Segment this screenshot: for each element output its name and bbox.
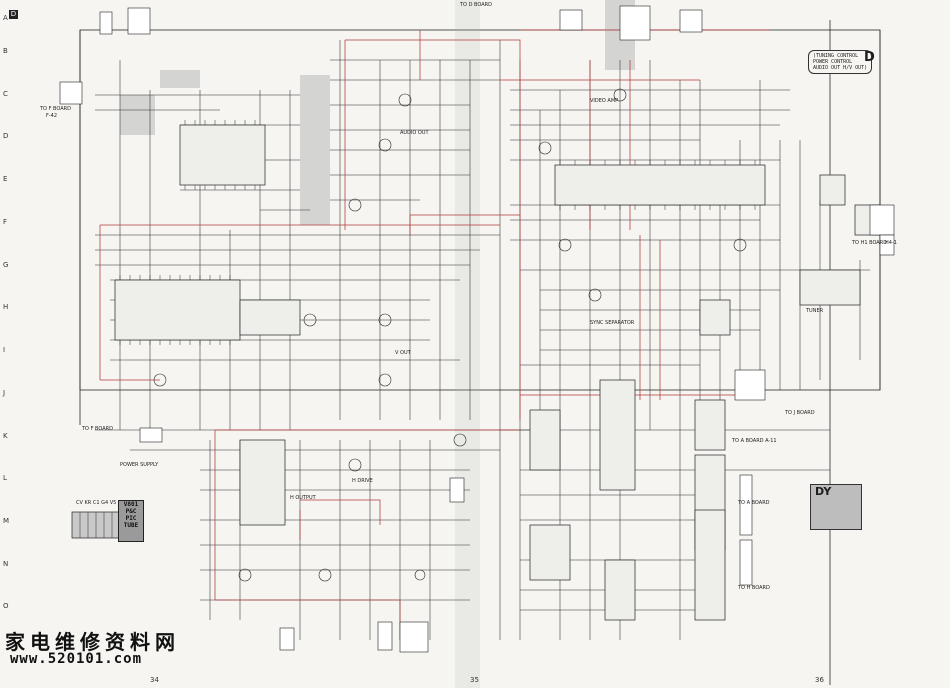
to-f-board-pin: F-42 (46, 113, 58, 119)
to-h-board-label: TO H BOARD (738, 585, 770, 591)
board-note-line-2: POWER CONTROL (813, 59, 853, 65)
power-supply-label: POWER SUPPLY (120, 462, 159, 468)
connectors (59, 5, 895, 653)
h-drive-label: H DRIVE (352, 478, 373, 484)
to-d-board-label: TO D BOARD (460, 2, 492, 8)
section-d-label: D (864, 50, 875, 65)
ic-blocks (114, 124, 881, 621)
row-letter-i: I (3, 346, 6, 354)
pic-tube-pins: CV KR C1 G4 V5 (76, 500, 117, 506)
to-h1-board-pin: H4-1 (885, 240, 897, 246)
sync-separator-label: SYNC SEPARATOR (590, 320, 635, 326)
board-note-box: (TUNING CONTROL POWER CONTROL AUDIO OUT … (808, 50, 873, 74)
row-letter-f: F (3, 218, 8, 226)
board-note-line-3: AUDIO OUT H/V OUT) (813, 65, 868, 71)
to-f-board-2-label: TO F BOARD (82, 426, 113, 432)
row-letter-j: J (3, 389, 6, 397)
to-f-board-label: TO F BOARD (40, 106, 71, 112)
to-a-board-1-label: TO A BOARD A-11 (732, 438, 777, 444)
pic-tube-line-4: TUBE (123, 522, 139, 529)
page-number-middle: 35 (470, 676, 479, 684)
row-letter-g: G (3, 261, 9, 269)
row-letter-a: A (3, 14, 8, 22)
row-letter-n: N (3, 560, 9, 568)
h-output-label: H OUTPUT (290, 495, 316, 501)
row-letter-c: C (3, 90, 8, 98)
pic-tube-graphic (71, 511, 121, 539)
transistors (153, 88, 747, 582)
tuner-label: TUNER (806, 308, 824, 314)
row-letter-m: M (3, 517, 10, 525)
to-a-board-2-label: TO A BOARD (738, 500, 770, 506)
to-h1-board-label: TO H1 BOARD (852, 240, 888, 246)
pic-tube-box: V801 P&C PIC TUBE (118, 500, 144, 542)
dy-label: DY (815, 485, 832, 498)
watermark-chinese: 家电维修资料网 (5, 630, 180, 654)
row-letter-l: L (3, 474, 7, 482)
pic-tube-line-2: P&C (125, 508, 137, 515)
row-letter-b: B (3, 47, 8, 55)
corner-d-badge: D (9, 10, 18, 19)
row-letter-e: E (3, 175, 8, 183)
board-note-line-1: (TUNING CONTROL (813, 53, 859, 59)
pic-tube-line-3: PIC (125, 515, 137, 522)
row-letter-o: O (3, 602, 9, 610)
video-amp-label: VIDEO AMP (590, 98, 619, 104)
watermark-url: www.520101.com (10, 651, 143, 667)
pic-tube-line-1: V801 (123, 501, 139, 508)
to-j-board-label: TO J BOARD (785, 410, 815, 416)
page-number-right: 36 (815, 676, 824, 684)
ic-pins (119, 120, 756, 345)
row-letter-h: H (3, 303, 9, 311)
dy-box: DY (810, 484, 862, 530)
row-letter-k: K (3, 432, 8, 440)
v-out-label: V OUT (395, 350, 411, 356)
row-letter-d: D (3, 132, 9, 140)
page-number-left: 34 (150, 676, 159, 684)
audio-out-label: AUDIO OUT (400, 130, 429, 136)
